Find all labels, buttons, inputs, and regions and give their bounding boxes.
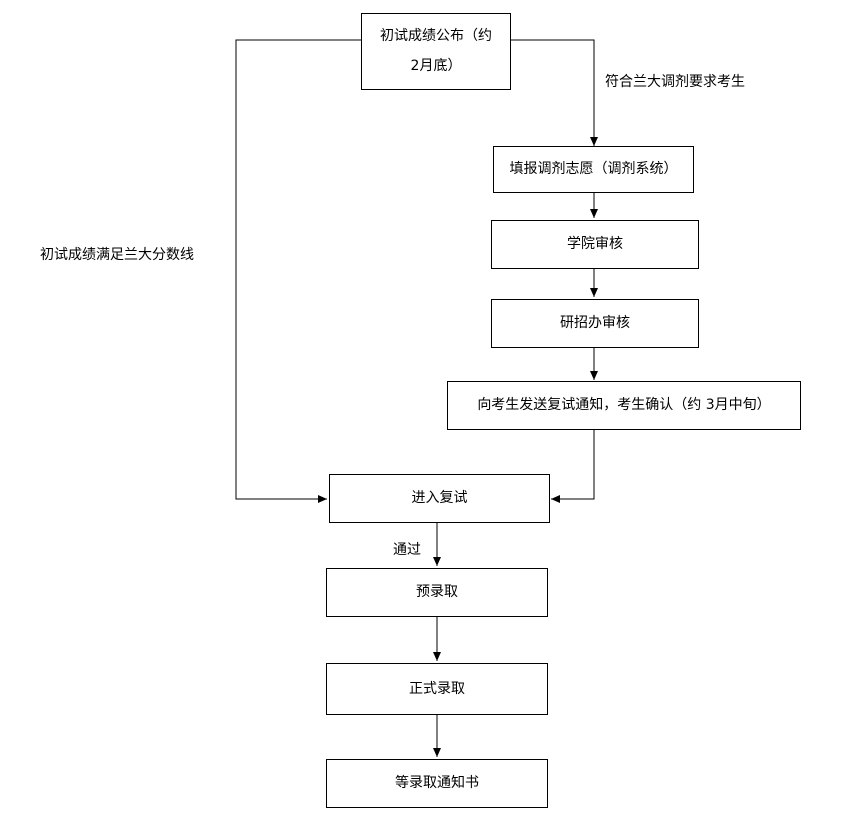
node-fill-wish: 填报调剂志愿（调剂系统） [493,146,694,193]
node-formal-admit: 正式录取 [326,663,548,715]
node-pre-admit: 预录取 [326,568,548,617]
edge-announce-to-fill [510,39,598,146]
edge-label-meets-requirement: 符合兰大调剂要求考生 [605,74,745,90]
node-wait-notice: 等录取通知书 [326,759,548,808]
node-announce: 初试成绩公布（约 2月底） [361,13,511,90]
node-announce-line2: 2月底） [410,58,462,75]
edge-label-passed: 通过 [393,542,421,558]
edge-announce-to-retest [235,39,361,503]
node-announce-line1: 初试成绩公布（约 [380,27,492,44]
edge-label-meets-score-line: 初试成绩满足兰大分数线 [40,247,194,263]
node-office-review: 研招办审核 [491,299,699,348]
node-send-notice: 向考生发送复试通知，考生确认（约 3月中旬） [447,381,801,430]
node-college-review: 学院审核 [491,220,699,269]
node-retest: 进入复试 [329,474,550,523]
edge-notice-to-retest [551,430,595,503]
